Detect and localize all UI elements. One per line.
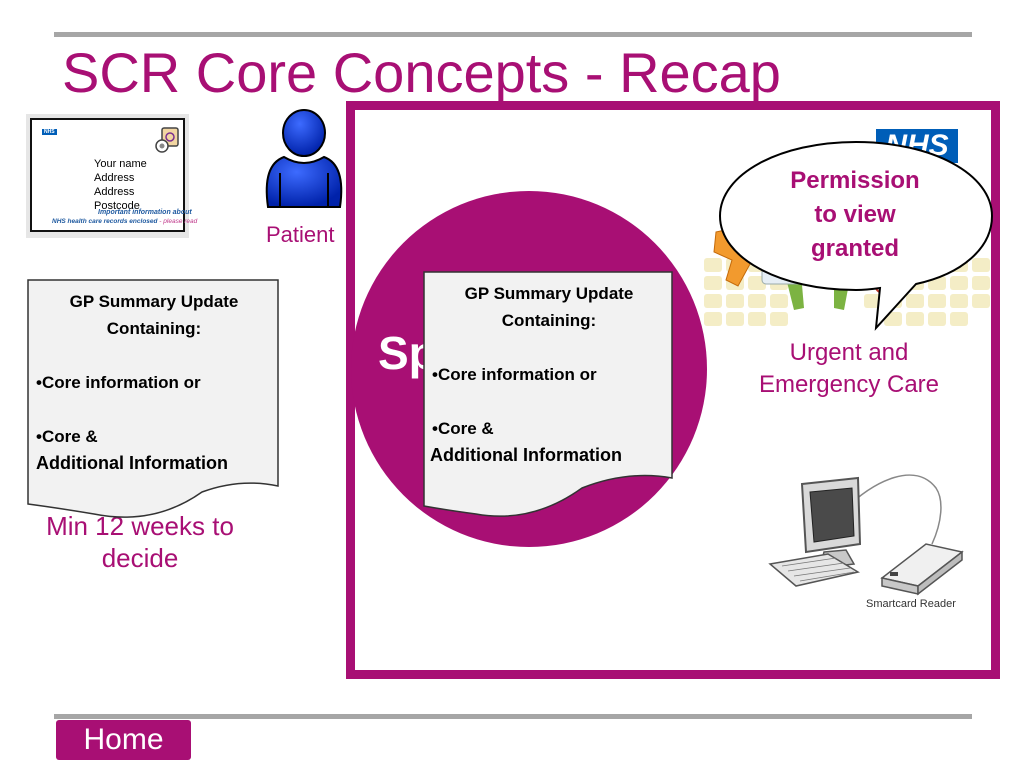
computer-smartcard-reader-icon xyxy=(768,474,964,596)
gp-summary-document-center xyxy=(423,271,673,517)
gp-summary-document-left xyxy=(27,279,279,518)
patient-label: Patient xyxy=(266,222,335,247)
home-button[interactable]: Home xyxy=(56,720,191,760)
smartcard-reader-label: Smartcard Reader xyxy=(866,598,956,610)
top-divider xyxy=(54,32,972,37)
urgent-emergency-care-label: Urgent and Emergency Care xyxy=(758,339,940,398)
address-line: Your name xyxy=(94,158,147,170)
page-title: SCR Core Concepts - Recap xyxy=(62,41,781,104)
recipient-address: Your name Address Address Postcode xyxy=(94,157,147,213)
medical-seal-icon xyxy=(155,127,179,153)
address-line: Postcode xyxy=(94,200,140,212)
important-info-text: Important information about xyxy=(98,209,192,216)
permission-granted-text: Permission to view granted xyxy=(790,167,920,262)
nhs-mini-logo: NHS xyxy=(42,129,57,135)
address-line: Address xyxy=(94,172,135,184)
address-line: Address xyxy=(94,186,135,198)
bottom-divider xyxy=(54,714,972,719)
permission-speech-bubble xyxy=(718,140,994,331)
patient-person-icon xyxy=(265,109,343,208)
patient-leaflet-image: NHS Your name Address Address Postcode I… xyxy=(26,114,197,238)
gp-summary-center-text: GP Summary Update Containing: •Core info… xyxy=(430,284,634,465)
gp-summary-left-text: GP Summary Update Containing: •Core info… xyxy=(36,292,239,473)
records-enclosed-text: NHS health care records enclosed - pleas… xyxy=(52,218,198,225)
